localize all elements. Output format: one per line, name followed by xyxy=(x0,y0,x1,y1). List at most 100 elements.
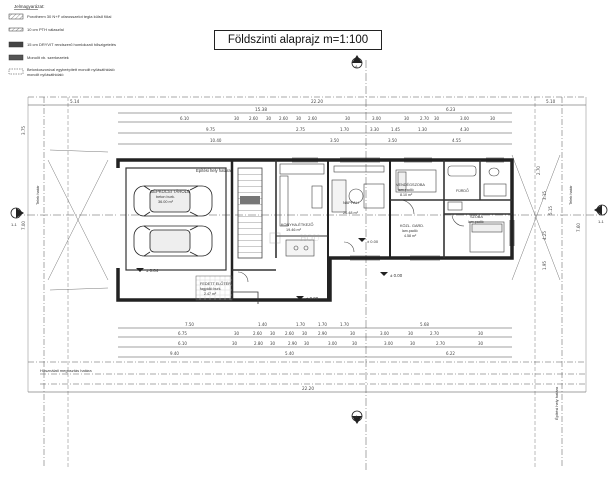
building-line-label-top: Építési hely határa xyxy=(196,168,231,173)
svg-text:2.60: 2.60 xyxy=(308,116,317,121)
dimension-texts-top: 5.14 22.20 5.10 15.38 6.23 6.10 30 2.60 … xyxy=(70,99,556,143)
legend-swatch-1 xyxy=(8,27,24,32)
svg-text:2.60: 2.60 xyxy=(279,116,288,121)
svg-text:± 0.04: ± 0.04 xyxy=(146,268,159,273)
svg-text:3.50: 3.50 xyxy=(330,138,339,143)
svg-text:3.00: 3.00 xyxy=(380,331,389,336)
svg-text:1.40: 1.40 xyxy=(258,322,267,327)
svg-text:2.90: 2.90 xyxy=(318,331,327,336)
svg-text:1.45: 1.45 xyxy=(391,127,400,132)
svg-text:5.40: 5.40 xyxy=(285,351,294,356)
legend-swatch-0 xyxy=(8,13,24,20)
svg-text:2.90: 2.90 xyxy=(288,341,297,346)
legend-swatch-4 xyxy=(8,68,24,75)
building-walls xyxy=(116,157,515,302)
svg-text:30: 30 xyxy=(478,331,484,336)
svg-text:A: A xyxy=(355,414,358,419)
svg-text:9.40: 9.40 xyxy=(170,351,179,356)
svg-text:3.00: 3.00 xyxy=(460,116,469,121)
room-corridor-floor: lam.padló xyxy=(402,229,418,233)
svg-text:6.10: 6.10 xyxy=(180,116,189,121)
svg-text:3.00: 3.00 xyxy=(384,341,393,346)
svg-text:1.70: 1.70 xyxy=(296,322,305,327)
level-markers: ± 0.04 ± 0.00 ± 0.00 ± 0.00 xyxy=(136,238,403,301)
svg-text:monolit nyílásáthidaló: monolit nyílásáthidaló xyxy=(27,73,64,77)
svg-text:3.50: 3.50 xyxy=(388,138,397,143)
side-label-right: Telek határ xyxy=(568,185,573,205)
stairs-landing xyxy=(240,196,260,204)
svg-text:30: 30 xyxy=(352,341,358,346)
svg-text:30: 30 xyxy=(302,331,308,336)
svg-text:1.70: 1.70 xyxy=(340,322,349,327)
legend-heading: Jelmagyarázat: xyxy=(14,4,45,9)
svg-text:2.70: 2.70 xyxy=(420,116,429,121)
room-bedroom-name: SZOBA xyxy=(470,215,483,219)
bathroom-fixtures xyxy=(447,165,507,211)
legend-item-0: Porotherm 30 N+F ofarosszelot tegla küls… xyxy=(27,14,111,19)
svg-text:30: 30 xyxy=(296,116,302,121)
svg-text:2.60: 2.60 xyxy=(285,331,294,336)
svg-text:2.75: 2.75 xyxy=(296,127,305,132)
watermark-logo: HOU xyxy=(269,232,320,244)
car-icon xyxy=(133,185,213,217)
svg-text:30: 30 xyxy=(410,341,416,346)
bedroom-furniture xyxy=(395,169,505,253)
svg-text:30: 30 xyxy=(408,331,414,336)
svg-text:HOU: HOU xyxy=(300,233,320,243)
svg-text:3.00: 3.00 xyxy=(328,341,337,346)
drawing-title: Földszinti alaprajz m=1:100 xyxy=(214,30,382,50)
svg-text:7.50: 7.50 xyxy=(185,322,194,327)
svg-text:7.00: 7.00 xyxy=(21,221,26,230)
svg-text:30: 30 xyxy=(345,116,351,121)
room-entry-floor: fagyálló burk. xyxy=(200,287,221,291)
room-labels: GÉPKOCSI TÁROLÓ beton burk. 36.00 m² FED… xyxy=(150,182,484,296)
svg-text:10.40: 10.40 xyxy=(210,138,222,143)
car-icon xyxy=(133,225,213,257)
legend-swatch-2 xyxy=(8,41,24,48)
svg-text:30: 30 xyxy=(234,331,240,336)
dimension-lines-bottom xyxy=(28,327,586,393)
room-bedroom-floor: lam.padló xyxy=(468,220,484,224)
svg-text:A: A xyxy=(355,64,358,69)
svg-text:± 0.00: ± 0.00 xyxy=(390,273,403,278)
svg-text:30: 30 xyxy=(234,116,240,121)
room-kitchen-area: 19.46 m² xyxy=(286,228,302,232)
svg-text:4.55: 4.55 xyxy=(452,138,461,143)
svg-text:9.75: 9.75 xyxy=(206,127,215,132)
svg-text:30: 30 xyxy=(266,116,272,121)
svg-text:6.22: 6.22 xyxy=(446,351,455,356)
building-line-label-bottom: Építési hely határa xyxy=(554,386,559,420)
side-label-left: Telek határ xyxy=(35,185,40,205)
svg-text:7.60: 7.60 xyxy=(576,223,581,232)
axis-markers: A A 1-1 1-1 xyxy=(10,55,608,424)
room-garage-floor: beton burk. xyxy=(156,195,175,199)
room-guest-area: 8.10 m² xyxy=(400,193,413,197)
svg-text:2.70: 2.70 xyxy=(436,341,445,346)
svg-text:5.15: 5.15 xyxy=(548,206,553,215)
svg-text:6.75: 6.75 xyxy=(178,331,187,336)
svg-text:30: 30 xyxy=(270,341,276,346)
room-living-area: 26.48 m² xyxy=(343,211,359,215)
room-entry-area: 2.47 m² xyxy=(204,292,217,296)
svg-text:30: 30 xyxy=(232,341,238,346)
svg-text:3.75: 3.75 xyxy=(21,126,26,135)
room-corridor-name: KÖZL. GARD. xyxy=(400,224,424,228)
svg-text:3.15: 3.15 xyxy=(542,191,547,200)
svg-text:1.70: 1.70 xyxy=(318,322,327,327)
svg-text:± 0.00: ± 0.00 xyxy=(306,296,319,301)
legend-item-1: 10 cm PTH válaszfal xyxy=(27,27,64,32)
svg-text:5.10: 5.10 xyxy=(546,99,556,104)
svg-text:22.20: 22.20 xyxy=(302,386,314,391)
dimension-texts-side: 3.75 7.00 2.70 3.15 4.25 5.15 7.60 1.95 xyxy=(21,126,581,270)
room-entry-name: FEDETT ELŐTÉR xyxy=(200,281,231,286)
svg-text:1.30: 1.30 xyxy=(418,127,427,132)
room-kitchen-name: KONYHA-ÉTKEZŐ xyxy=(281,222,314,227)
svg-text:5.68: 5.68 xyxy=(420,322,429,327)
svg-text:4.25: 4.25 xyxy=(542,231,547,240)
room-guest-name: VENDÉGSZOBA xyxy=(396,182,425,187)
room-corridor-area: 4.58 m² xyxy=(404,234,417,238)
legend-item-2: 15 cm DRYVIT rendszerű homlokzati hőszig… xyxy=(27,42,116,47)
kitchen-furniture xyxy=(279,163,325,257)
svg-text:30: 30 xyxy=(350,331,356,336)
